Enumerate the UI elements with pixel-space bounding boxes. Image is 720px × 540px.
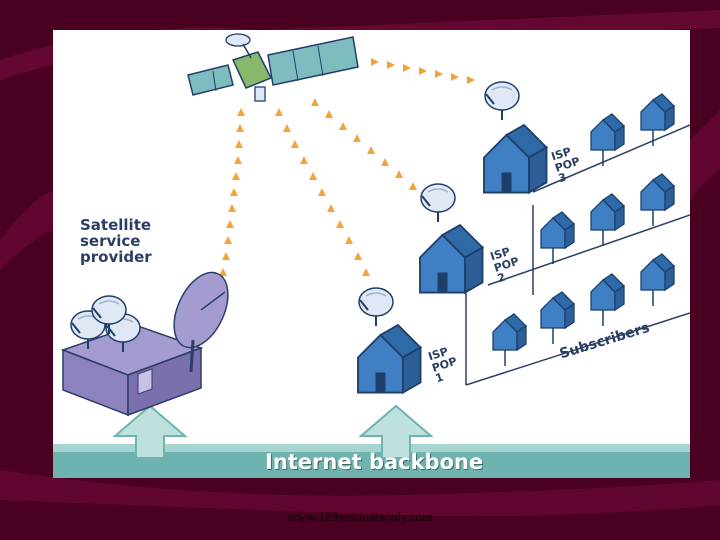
isp-pop2-house-icon — [419, 224, 484, 294]
satellite-dish-icon — [484, 81, 520, 121]
house-icon — [590, 113, 625, 167]
signal-to-provider — [219, 108, 245, 276]
satellite-icon — [187, 33, 359, 102]
satellite-dish-icon — [358, 287, 394, 327]
house-icon — [640, 173, 675, 227]
satellite-dish-icon — [420, 183, 456, 223]
satellite-provider-label: Satellite service provider — [80, 216, 152, 266]
house-icon — [590, 273, 625, 327]
internet-backbone — [53, 444, 690, 478]
signal-to-pop1 — [275, 108, 370, 276]
network-diagram — [53, 33, 690, 478]
satellite-service-provider-building — [60, 271, 229, 417]
house-icon — [540, 291, 575, 345]
satellite-signal-paths — [219, 58, 475, 276]
signal-to-pop3 — [371, 58, 475, 84]
internet-backbone-label: Internet backbone — [265, 450, 484, 474]
large-uplink-dish-icon — [173, 271, 229, 373]
house-icon — [492, 313, 527, 367]
isp-pop1-house-icon — [357, 324, 422, 394]
house-icon — [590, 193, 625, 247]
diagram-panel: Satellite service provider ISP POP 1 ISP… — [53, 30, 690, 478]
subscriber-wiring — [465, 124, 690, 386]
house-icon — [640, 253, 675, 307]
footer-url: www.123seminarsonly.com — [287, 509, 433, 524]
isp-pop3-house-icon — [483, 124, 548, 194]
signal-to-pop2 — [311, 98, 417, 190]
